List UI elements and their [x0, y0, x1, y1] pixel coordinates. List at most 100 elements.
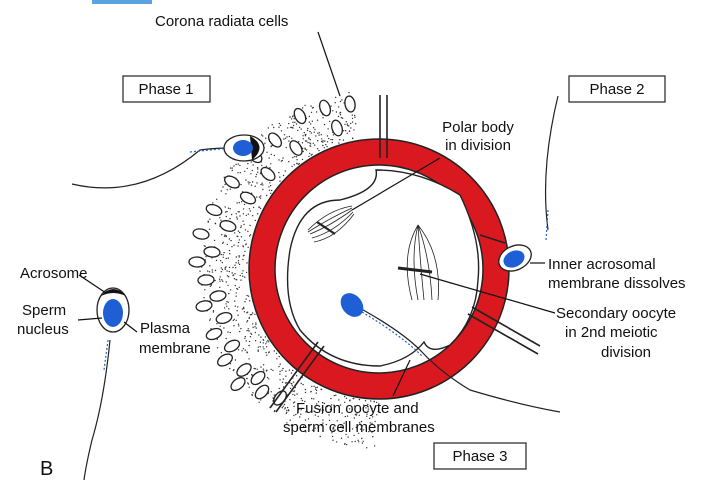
corona-dot [203, 245, 205, 247]
corona-dot [353, 434, 355, 437]
corona-dot [310, 390, 312, 393]
corona-radiata-cell [254, 384, 270, 400]
corona-dot [237, 314, 239, 316]
corona-dot [298, 141, 300, 143]
corona-dot [290, 424, 292, 426]
corona-dot [224, 211, 227, 213]
corona-dot [237, 172, 239, 174]
corona-dot [282, 378, 285, 380]
corona-dot [234, 273, 236, 275]
corona-dot [366, 447, 368, 449]
corona-dot [263, 370, 265, 372]
corona-dot [282, 157, 284, 159]
corona-dot [336, 420, 338, 422]
corona-dot [228, 308, 230, 310]
corona-dot [263, 348, 265, 350]
corona-dot [265, 137, 267, 139]
corona-dot [333, 430, 335, 432]
corona-dot [228, 238, 231, 240]
corona-dot [305, 431, 307, 433]
corona-radiata-cell [219, 220, 237, 232]
corona-dot [348, 91, 350, 94]
corona-dot [286, 136, 288, 138]
corona-dot [304, 134, 306, 136]
corona-dot [278, 365, 280, 368]
corona-dot [361, 442, 364, 444]
corona-dot [347, 124, 349, 127]
corona-dot [284, 382, 287, 384]
corona-dot [323, 402, 326, 405]
corona-radiata-cell [239, 191, 257, 205]
corona-dot [242, 306, 245, 309]
corona-dot [325, 143, 327, 146]
corona-dot [323, 123, 326, 126]
corona-dot [248, 330, 250, 332]
corona-dot [293, 390, 296, 392]
corona-dot [297, 129, 299, 132]
phase-3-label: Phase 3 [452, 448, 507, 465]
corona-dot [235, 256, 237, 258]
corona-dot [307, 127, 309, 130]
corona-dot [255, 327, 257, 329]
corona-dot [243, 203, 246, 206]
corona-dot [238, 255, 240, 257]
corona-dot [357, 439, 359, 441]
phase-1-label: Phase 1 [138, 81, 193, 98]
corona-dot [219, 286, 221, 288]
corona-dot [369, 424, 371, 427]
corona-dot [242, 220, 244, 222]
corona-dot [208, 228, 211, 230]
corona-dot [316, 119, 319, 121]
corona-dot [376, 414, 378, 416]
corona-radiata-cell [188, 256, 206, 268]
corona-dot [269, 167, 271, 169]
corona-dot [214, 269, 217, 272]
corona-dot [220, 267, 222, 269]
corona-dot [286, 411, 288, 413]
corona-dot [225, 215, 227, 218]
corona-dot [281, 381, 284, 383]
corona-dot [271, 124, 273, 126]
corona-dot [278, 122, 281, 125]
corona-dot [273, 350, 275, 352]
corona-dot [276, 358, 278, 360]
corona-dot [314, 128, 316, 131]
corona-dot [248, 208, 251, 210]
corona-dot [336, 428, 339, 430]
corona-dot [341, 412, 343, 414]
corona-dot [295, 375, 298, 377]
corona-dot [358, 422, 361, 424]
corona-dot [219, 276, 221, 278]
corona-dot [237, 163, 239, 165]
corona-dot [245, 340, 247, 342]
corona-dot [268, 378, 270, 380]
corona-dot [266, 369, 268, 371]
corona-dot [242, 245, 244, 247]
corona-dot [288, 369, 291, 371]
corona-dot [266, 346, 268, 348]
corona-dot [363, 404, 365, 406]
corona-dot [260, 195, 262, 197]
corona-dot [334, 102, 336, 104]
corona-dot [233, 244, 235, 246]
corona-dot [351, 121, 354, 123]
corona-dot [251, 181, 254, 183]
corona-dot [301, 158, 304, 161]
corona-dot [315, 111, 318, 113]
corona-dot [337, 115, 340, 118]
polar-body-label-1: Polar body [442, 119, 514, 136]
corona-dot [248, 386, 250, 388]
phase-1-box [122, 75, 211, 103]
corona-dot [242, 258, 244, 261]
corona-dot [226, 275, 229, 277]
corona-dot [260, 336, 262, 338]
corona-dot [282, 367, 284, 370]
sperm-nucleus-phase-1 [233, 140, 253, 156]
corona-dot [222, 256, 224, 258]
meiotic-spindle [397, 224, 439, 301]
corona-dot [374, 420, 376, 423]
corona-dot [259, 197, 262, 199]
corona-dot [254, 313, 256, 315]
corona-dot [296, 412, 299, 414]
corona-dot [216, 347, 219, 349]
